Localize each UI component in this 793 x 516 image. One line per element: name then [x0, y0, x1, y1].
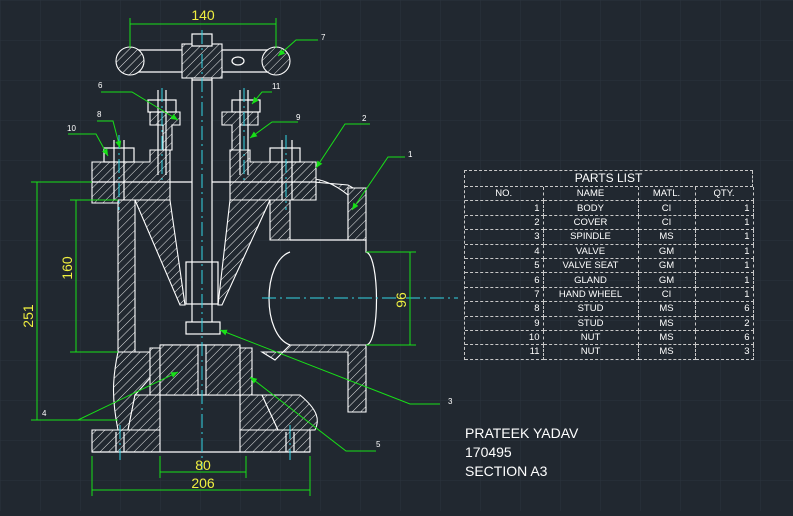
section-label: SECTION A3 [465, 463, 548, 479]
part-qty: 6 [695, 301, 754, 317]
roll-number: 170495 [465, 444, 512, 460]
part-qty: 1 [695, 244, 754, 259]
title-block: PRATEEK YADAV 170495 SECTION A3 [465, 424, 578, 481]
part-name: VALVE [543, 244, 639, 259]
balloon-1: 1 [408, 150, 413, 159]
part-name: VALVE SEAT [543, 258, 639, 274]
header-matl: MATL. [638, 187, 696, 202]
part-matl: MS [638, 301, 696, 317]
part-qty: 3 [695, 344, 754, 360]
part-matl: GM [638, 244, 696, 259]
balloon-7: 7 [321, 33, 326, 42]
balloon-9: 9 [296, 113, 301, 122]
author-name: PRATEEK YADAV [465, 425, 579, 441]
part-name: BODY [543, 200, 639, 216]
balloon-5: 5 [376, 440, 381, 449]
part-qty: 1 [695, 272, 754, 288]
part-name: NUT [543, 344, 639, 360]
part-matl: CI [638, 200, 696, 216]
dim-base-inner: 80 [195, 457, 211, 473]
part-leaders: 1 2 3 4 5 6 7 8 9 10 11 [42, 33, 453, 452]
part-name: NUT [543, 330, 639, 346]
part-no: 6 [465, 272, 544, 288]
part-no: 4 [465, 244, 544, 259]
dimensions: 140 160 251 96 80 206 [20, 7, 416, 496]
header-name: NAME [543, 187, 639, 202]
dim-inner-height: 160 [59, 256, 75, 280]
part-matl: CI [638, 287, 696, 303]
part-no: 9 [465, 316, 544, 331]
part-matl: GM [638, 272, 696, 288]
part-no: 8 [465, 301, 544, 317]
parts-list-title: PARTS LIST [465, 171, 753, 187]
part-no: 3 [465, 229, 544, 245]
part-qty: 1 [695, 200, 754, 216]
part-no: 2 [465, 215, 544, 231]
header-no: NO. [465, 187, 544, 202]
part-matl: MS [638, 330, 696, 346]
part-qty: 2 [695, 316, 754, 331]
balloon-2: 2 [362, 114, 367, 123]
part-qty: 1 [695, 229, 754, 245]
header-qty: QTY. [695, 187, 754, 202]
part-qty: 6 [695, 330, 754, 346]
valve-disc [159, 344, 241, 396]
part-matl: MS [638, 344, 696, 360]
balloon-11: 11 [272, 82, 281, 91]
part-qty: 1 [695, 215, 754, 231]
part-name: STUD [543, 301, 639, 317]
balloon-10: 10 [67, 124, 76, 133]
part-matl: CI [638, 215, 696, 231]
part-name: SPINDLE [543, 229, 639, 245]
part-no: 11 [465, 344, 544, 360]
balloon-4: 4 [42, 409, 47, 418]
dim-top-width: 140 [191, 7, 215, 23]
part-no: 1 [465, 200, 544, 216]
dim-overall-height: 251 [20, 304, 36, 328]
part-qty: 1 [695, 287, 754, 303]
part-no: 7 [465, 287, 544, 303]
part-matl: MS [638, 229, 696, 245]
part-matl: GM [638, 258, 696, 274]
dim-base-width: 206 [191, 475, 215, 491]
balloon-3: 3 [448, 397, 453, 406]
balloon-8: 8 [97, 110, 102, 119]
part-qty: 1 [695, 258, 754, 274]
part-name: GLAND [543, 272, 639, 288]
part-name: HAND WHEEL [543, 287, 639, 303]
parts-header-row: NO. NAME MATL. QTY. [465, 187, 754, 202]
part-no: 10 [465, 330, 544, 346]
dim-port: 96 [393, 292, 409, 308]
part-matl: MS [638, 316, 696, 331]
part-name: COVER [543, 215, 639, 231]
part-name: STUD [543, 316, 639, 331]
part-no: 5 [465, 258, 544, 274]
balloon-6: 6 [98, 81, 103, 90]
